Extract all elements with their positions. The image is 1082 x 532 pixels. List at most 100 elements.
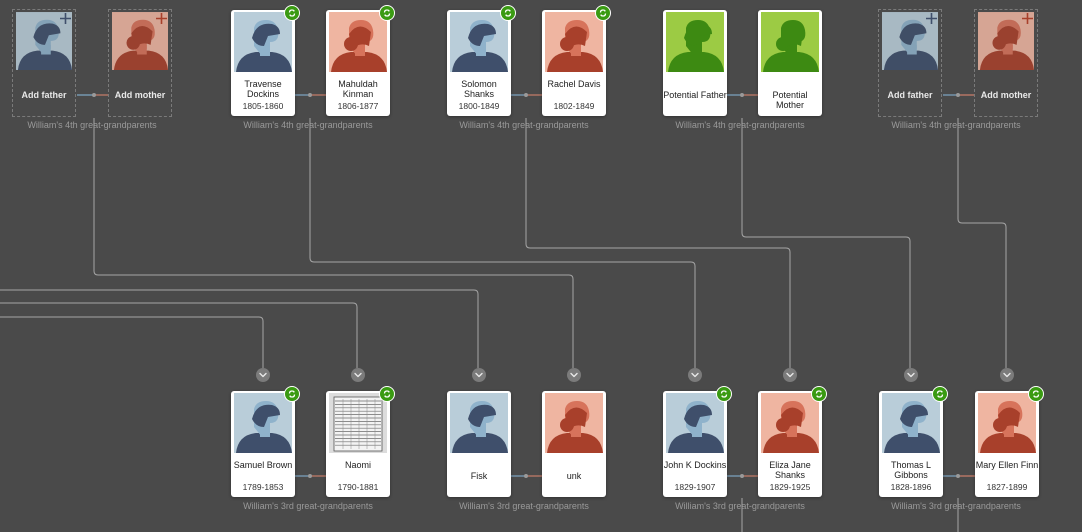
generation-label: William's 4th great-grandparents — [27, 120, 157, 130]
person-name: Rachel Davis — [547, 79, 601, 89]
male-silhouette-icon — [882, 12, 938, 70]
person-card-father[interactable]: Fisk — [447, 391, 511, 497]
female-silhouette-icon — [329, 12, 387, 72]
female-silhouette-icon — [112, 12, 168, 70]
generation-label: William's 4th great-grandparents — [243, 120, 373, 130]
record-hint-icon[interactable] — [284, 5, 300, 21]
female-silhouette-icon — [545, 393, 603, 453]
generation-label: William's 4th great-grandparents — [459, 120, 589, 130]
expand-parents-chevron-icon[interactable] — [472, 368, 486, 382]
generation-label: William's 3rd great-grandparents — [243, 501, 373, 511]
male-silhouette-icon — [234, 12, 292, 72]
plus-icon — [59, 12, 72, 25]
person-lifespan: 1806-1877 — [337, 101, 379, 111]
record-hint-icon[interactable] — [716, 386, 732, 402]
couple-junction-dot — [956, 93, 960, 97]
person-lifespan: 1828-1896 — [890, 482, 932, 492]
expand-parents-chevron-icon[interactable] — [783, 368, 797, 382]
record-hint-icon[interactable] — [811, 386, 827, 402]
connector-top2-to-john — [309, 118, 696, 368]
record-hint-icon[interactable] — [932, 386, 948, 402]
female-silhouette-icon — [978, 12, 1034, 70]
record-hint-icon[interactable] — [284, 386, 300, 402]
couple-junction-dot — [740, 93, 744, 97]
add-father-button[interactable]: Add father — [12, 9, 76, 117]
expand-parents-chevron-icon[interactable] — [256, 368, 270, 382]
person-name: Thomas L Gibbons — [890, 460, 932, 480]
generation-label: William's 4th great-grandparents — [891, 120, 1021, 130]
add-mother-button[interactable]: Add mother — [108, 9, 172, 117]
person-card-father[interactable]: Thomas L Gibbons 1828-1896 — [879, 386, 948, 497]
record-hint-icon[interactable] — [500, 5, 516, 21]
plus-icon — [925, 12, 938, 25]
couple-junction-dot — [308, 474, 312, 478]
connector-offscreen-to-samuel — [0, 316, 264, 368]
census-record-photo-icon — [329, 393, 387, 453]
male-silhouette-icon — [450, 12, 508, 72]
person-lifespan: 1790-1881 — [337, 482, 379, 492]
female-silhouette-icon — [978, 393, 1036, 453]
expand-parents-chevron-icon[interactable] — [688, 368, 702, 382]
male-silhouette-icon — [234, 393, 292, 453]
person-lifespan: 1829-1925 — [769, 482, 811, 492]
potential-male-icon — [666, 12, 724, 72]
person-name: Fisk — [470, 471, 488, 481]
person-card-father[interactable]: Potential Father — [663, 10, 727, 116]
person-name: Travense Dockins — [244, 79, 282, 99]
expand-parents-chevron-icon[interactable] — [904, 368, 918, 382]
generation-label: William's 4th great-grandparents — [675, 120, 805, 130]
person-card-father[interactable]: Travense Dockins 1805-1860 — [231, 5, 300, 116]
couple-junction-dot — [308, 93, 312, 97]
female-silhouette-icon — [545, 12, 603, 72]
person-card-father[interactable]: John K Dockins 1829-1907 — [663, 386, 732, 497]
person-card-mother[interactable]: unk — [542, 391, 606, 497]
person-name: Mary Ellen Finn — [975, 460, 1039, 470]
add-father-button[interactable]: Add father — [878, 9, 942, 117]
generation-label: William's 3rd great-grandparents — [675, 501, 805, 511]
person-name: Mahuldah Kinman — [338, 79, 378, 99]
person-card-mother[interactable]: Eliza Jane Shanks 1829-1925 — [758, 386, 827, 497]
add-mother-label: Add mother — [980, 90, 1032, 100]
connector-offscreen-to-naomi — [0, 302, 358, 368]
record-hint-icon[interactable] — [379, 386, 395, 402]
person-lifespan: 1789-1853 — [242, 482, 284, 492]
generation-label: William's 3rd great-grandparents — [459, 501, 589, 511]
couple-junction-dot — [92, 93, 96, 97]
expand-parents-chevron-icon[interactable] — [567, 368, 581, 382]
couple-junction-dot — [740, 474, 744, 478]
potential-female-icon — [761, 12, 819, 72]
person-name: Potential Mother — [772, 90, 808, 110]
connector-top5-to-mary — [957, 118, 1007, 368]
couple-junction-dot — [524, 474, 528, 478]
male-silhouette-icon — [16, 12, 72, 70]
male-silhouette-icon — [882, 393, 940, 453]
person-card-mother[interactable]: Potential Mother — [758, 10, 822, 116]
person-card-mother[interactable]: Naomi 1790-1881 — [326, 386, 395, 497]
add-mother-label: Add mother — [114, 90, 166, 100]
person-name: Naomi — [344, 460, 371, 470]
plus-icon — [1021, 12, 1034, 25]
person-lifespan: 1805-1860 — [242, 101, 284, 111]
person-card-mother[interactable]: Mahuldah Kinman 1806-1877 — [326, 5, 395, 116]
person-name: unk — [566, 471, 582, 481]
record-hint-icon[interactable] — [595, 5, 611, 21]
person-name: Solomon Shanks — [461, 79, 497, 99]
person-lifespan: 1829-1907 — [674, 482, 716, 492]
person-name: Eliza Jane Shanks — [769, 460, 811, 480]
expand-parents-chevron-icon[interactable] — [1000, 368, 1014, 382]
person-name: John K Dockins — [663, 460, 727, 470]
expand-parents-chevron-icon[interactable] — [351, 368, 365, 382]
connector-top4-to-thomas — [741, 118, 911, 368]
add-mother-button[interactable]: Add mother — [974, 9, 1038, 117]
person-name: Potential Father — [663, 90, 727, 100]
record-hint-icon[interactable] — [379, 5, 395, 21]
add-father-label: Add father — [21, 90, 67, 100]
record-hint-icon[interactable] — [1028, 386, 1044, 402]
connector-top1-to-unk — [93, 118, 574, 368]
